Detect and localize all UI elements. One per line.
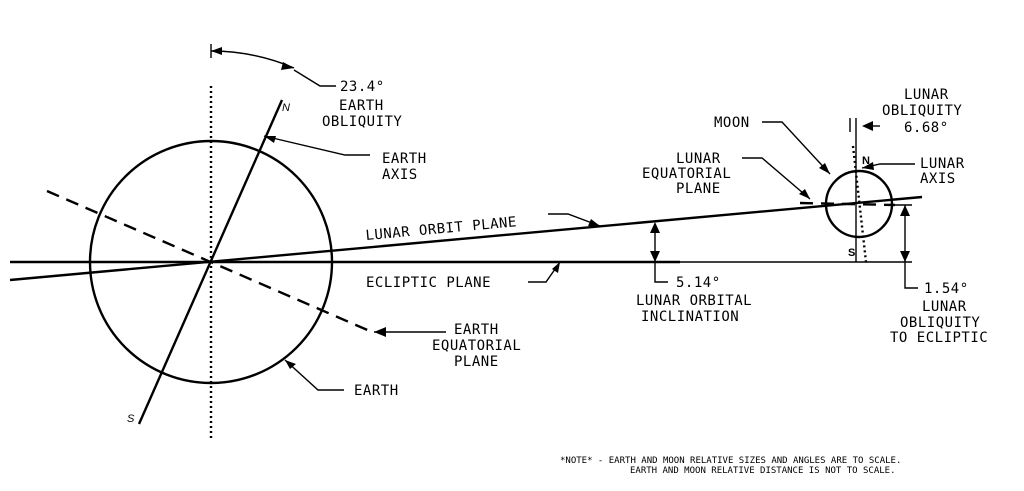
lunar-obliquity-label-2: OBLIQUITY: [882, 103, 962, 119]
leader-lunar-orbit-plane: [548, 213, 601, 227]
moon-north-pole-label: N: [862, 155, 870, 167]
earth-obliquity-arrow-left: [211, 47, 222, 55]
ecliptic-plane-label: ECLIPTIC PLANE: [366, 275, 491, 291]
lunar-orbit-plane-label: LUNAR ORBIT PLANE: [365, 214, 518, 244]
lunar-axis-label-1: LUNAR: [920, 156, 965, 172]
moon-south-pole-label: S: [848, 247, 855, 259]
earth-equatorial-label-2: EQUATORIAL: [432, 338, 521, 354]
earth-equatorial-plane-line: [46, 189, 373, 334]
orbital-inclination-label-2: INCLINATION: [641, 309, 739, 325]
moon-label: MOON: [714, 115, 750, 131]
leader-obliquity-ecliptic: [904, 262, 918, 289]
obliquity-ecliptic-label-2: OBLIQUITY: [900, 315, 980, 331]
lunar-equatorial-label-2: EQUATORIAL: [642, 166, 731, 182]
obliquity-ecliptic-angle-label: 1.54°: [924, 281, 969, 297]
earth-equatorial-label-3: PLANE: [454, 354, 499, 370]
earth-obliquity-label-2: OBLIQUITY: [322, 114, 402, 130]
lunar-equatorial-plane-line: [799, 201, 896, 207]
orbital-inclination-angle-label: 5.14°: [676, 275, 721, 291]
leader-earth-axis: [263, 135, 370, 156]
orbital-inclination-arrow-top: [650, 222, 660, 233]
scale-note-line-1: *NOTE* - EARTH AND MOON RELATIVE SIZES A…: [560, 456, 901, 466]
scale-note-line-2: EARTH AND MOON RELATIVE DISTANCE IS NOT …: [630, 466, 896, 476]
earth-axis-label-1: EARTH: [382, 151, 427, 167]
obliquity-ecliptic-label-1: LUNAR: [922, 299, 967, 315]
leader-orbital-inclination: [654, 262, 668, 283]
obliquity-ecliptic-arrow-top: [900, 205, 910, 216]
obliquity-ecliptic-label-3: TO ECLIPTIC: [890, 330, 988, 346]
leader-earth: [284, 359, 344, 391]
earth-obliquity-label-1: EARTH: [339, 98, 384, 114]
obliquity-ecliptic-arrow-bottom: [900, 251, 910, 262]
lunar-equatorial-label-1: LUNAR: [676, 151, 721, 167]
lunar-obliquity-angle-label: 6.68°: [904, 120, 949, 136]
leader-ecliptic-plane: [528, 261, 561, 283]
lunar-orbit-plane-line: [9, 195, 923, 282]
leader-earth-obliquity: [293, 69, 336, 87]
lunar-obliquity-label-1: LUNAR: [904, 87, 949, 103]
lunar-axis-label-2: AXIS: [920, 171, 956, 187]
leader-moon: [762, 121, 831, 175]
orbital-inclination-label-1: LUNAR ORBITAL: [636, 293, 752, 309]
earth-obliquity-arrow-right: [281, 62, 294, 70]
earth-axis-label-2: AXIS: [382, 167, 418, 183]
lunar-equatorial-label-3: PLANE: [676, 181, 721, 197]
earth-obliquity-arc: [210, 50, 295, 69]
orbital-inclination-arrow-bottom: [650, 251, 660, 262]
earth-south-pole-label: S: [127, 413, 135, 425]
earth-north-pole-label: N: [282, 102, 290, 114]
leader-lunar-equatorial: [742, 157, 811, 200]
earth-obliquity-angle-label: 23.4°: [340, 79, 385, 95]
earth-label: EARTH: [354, 383, 399, 399]
earth-equatorial-label-1: EARTH: [454, 322, 499, 338]
